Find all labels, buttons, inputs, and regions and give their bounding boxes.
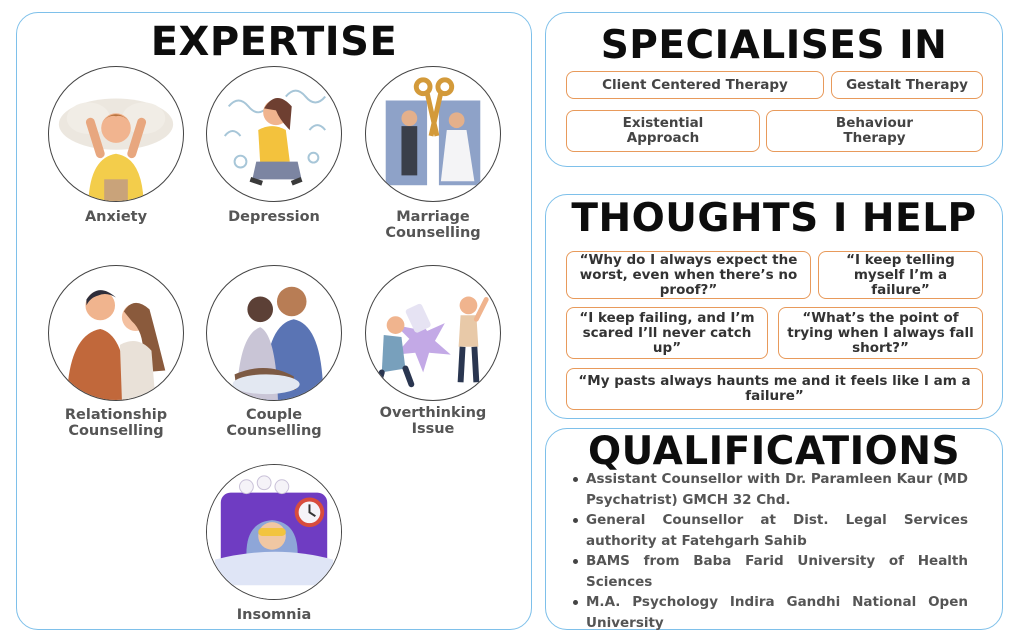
specialty-label: Gestalt Therapy — [846, 76, 968, 93]
thought-pill: “I keep failing, and I’m scared I’ll nev… — [566, 307, 768, 359]
relationship-counselling-illustration-icon — [48, 265, 184, 401]
specialty-pill: Behaviour Therapy — [766, 110, 983, 152]
thoughts-panel: THOUGHTS I HELP “Why do I always expect … — [545, 194, 1003, 419]
expertise-label-overthinking-issue: Overthinking Issue — [379, 405, 487, 437]
qualification-item: General Counsellor at Dist. Legal Servic… — [573, 510, 968, 551]
specialises-title: SPECIALISES IN — [600, 23, 948, 68]
expertise-title: EXPERTISE — [150, 19, 398, 65]
thought-text: “What’s the point of trying when I alway… — [787, 309, 974, 356]
thought-text: “My pasts always haunts me and it feels … — [578, 373, 971, 404]
depression-illustration-icon — [206, 66, 342, 202]
specialty-label: Behaviour Therapy — [835, 115, 914, 146]
thought-text: “I keep failing, and I’m scared I’ll nev… — [579, 309, 755, 356]
qualification-item: BAMS from Baba Farid University of Healt… — [573, 551, 968, 592]
qualifications-panel: QUALIFICATIONS Assistant Counsellor with… — [545, 428, 1003, 633]
thought-pill: “Why do I always expect the worst, even … — [566, 251, 811, 299]
overthinking-illustration-icon — [365, 265, 501, 401]
thought-text: “Why do I always expect the worst, even … — [579, 251, 798, 298]
expertise-label-insomnia: Insomnia — [236, 607, 312, 623]
anxiety-illustration-icon — [48, 66, 184, 202]
thought-pill: “My pasts always haunts me and it feels … — [566, 368, 983, 410]
thoughts-title: THOUGHTS I HELP — [571, 196, 977, 241]
thought-pill: “What’s the point of trying when I alway… — [778, 307, 983, 359]
expertise-label-relationship-counselling: Relationship Counselling — [64, 407, 168, 439]
expertise-label-couple-counselling: Couple Counselling — [226, 407, 322, 439]
specialty-pill: Client Centered Therapy — [566, 71, 824, 99]
qualification-item: M.A. Psychology Indira Gandhi National O… — [573, 592, 968, 633]
insomnia-illustration-icon — [206, 464, 342, 600]
expertise-label-marriage-counselling: Marriage Counselling — [385, 209, 481, 241]
specialty-pill: Existential Approach — [566, 110, 760, 152]
expertise-label-depression: Depression — [228, 209, 320, 225]
qualifications-list: Assistant Counsellor with Dr. Paramleen … — [573, 469, 968, 633]
qualification-item: Assistant Counsellor with Dr. Paramleen … — [573, 469, 968, 510]
specialty-label: Existential Approach — [622, 115, 704, 146]
specialises-panel: SPECIALISES IN Client Centered Therapy G… — [545, 12, 1003, 167]
thought-text: “I keep telling myself I’m a failure” — [846, 251, 955, 298]
expertise-panel: EXPERTISE Anxiety Depres — [16, 12, 532, 630]
expertise-label-anxiety: Anxiety — [84, 209, 148, 225]
couple-counselling-illustration-icon — [206, 265, 342, 401]
marriage-counselling-illustration-icon — [365, 66, 501, 202]
thought-pill: “I keep telling myself I’m a failure” — [818, 251, 983, 299]
qualifications-title: QUALIFICATIONS — [587, 429, 961, 474]
specialty-label: Client Centered Therapy — [602, 76, 788, 93]
specialty-pill: Gestalt Therapy — [831, 71, 983, 99]
